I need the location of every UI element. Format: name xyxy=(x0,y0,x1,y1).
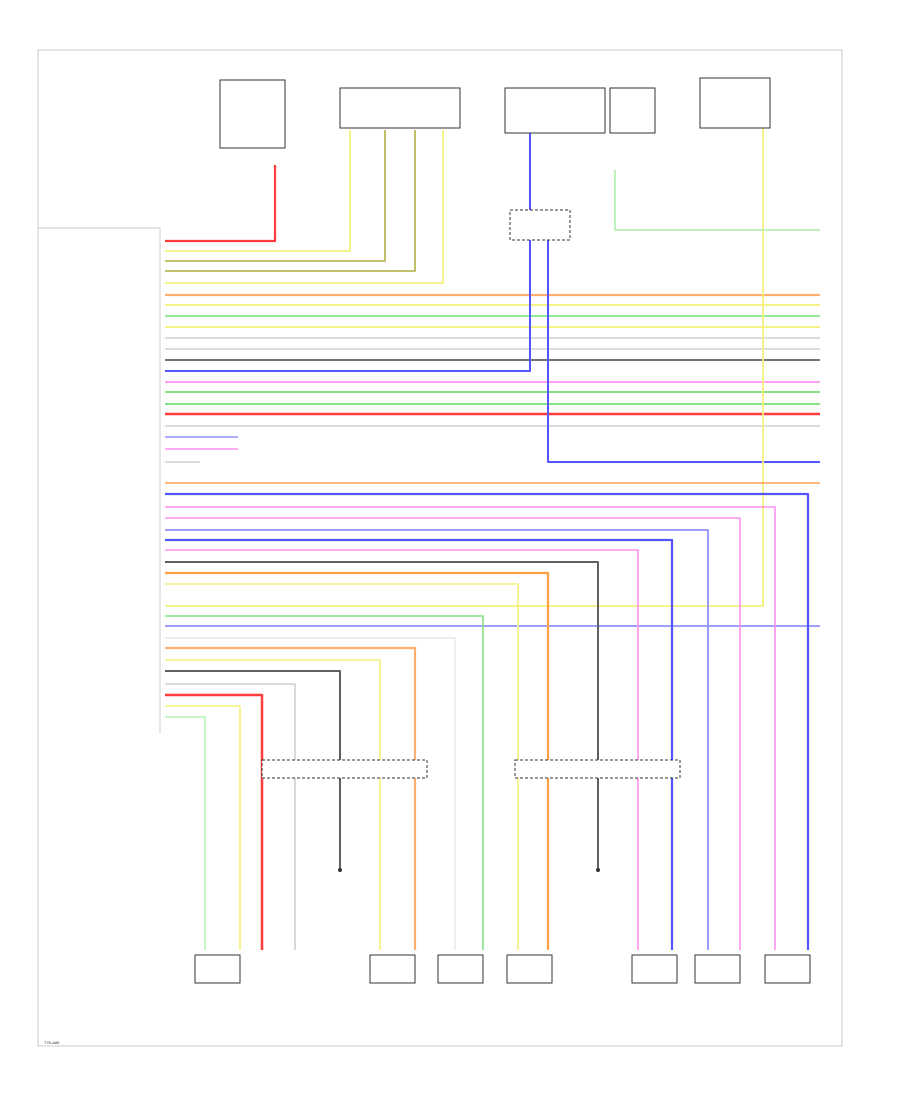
sensor-box-1 xyxy=(369,954,416,984)
wire-blue-sensor-2 xyxy=(165,538,674,950)
wire-lightgreen-top xyxy=(614,170,820,231)
wire-olive-1 xyxy=(165,130,386,262)
buckle-switch xyxy=(609,87,656,134)
wire-blue-sensor xyxy=(165,492,810,950)
wire-blue-right xyxy=(547,235,820,463)
wire-violet-sensor xyxy=(165,529,709,950)
heated-seat-module xyxy=(699,77,771,129)
wire-yellow-1 xyxy=(165,130,351,252)
sensor-box-4 xyxy=(631,954,678,984)
occupant-classification-sensor xyxy=(339,87,461,129)
wire-yellow-sensor-3 xyxy=(165,705,241,950)
airbag-module-border xyxy=(38,227,161,734)
wire-gray-sensor xyxy=(165,683,296,950)
sensor-box-2 xyxy=(437,954,484,984)
sensor-box-5 xyxy=(694,954,741,984)
wire-white-sensor xyxy=(165,637,456,950)
wire-red-top xyxy=(165,165,277,243)
wire-orange-sensor-2 xyxy=(165,646,417,950)
wire-dark-gray-2 xyxy=(165,670,341,870)
wire-yellow-sensor-2 xyxy=(165,659,381,950)
wire-layer xyxy=(165,120,820,950)
ground-right xyxy=(338,868,342,872)
left-seat-connector xyxy=(509,209,571,241)
wire-lightgreen-sensor xyxy=(165,716,206,950)
wire-pink-sensor-2 xyxy=(165,517,741,950)
wire-pink-sensor-3 xyxy=(165,549,639,950)
wire-pink-sensor xyxy=(165,506,776,950)
sensor-box-3 xyxy=(506,954,553,984)
wire-green-sensor xyxy=(165,615,484,950)
wire-orange-sensor xyxy=(165,571,550,950)
wire-olive-2 xyxy=(165,130,416,272)
sensor-box-6 xyxy=(764,954,811,984)
left-connector-bar xyxy=(514,759,681,779)
wire-red-sensor xyxy=(165,693,264,950)
ground-left xyxy=(596,868,600,872)
wire-yellow-sensor xyxy=(165,583,519,950)
footer-code: T76-A86 xyxy=(44,1040,60,1045)
seat-belt-switch xyxy=(504,87,606,134)
component-layer xyxy=(194,77,811,984)
wire-dark-gray xyxy=(165,561,599,870)
diagram-frame xyxy=(37,49,843,1047)
right-connector-bar xyxy=(261,759,428,779)
sensor-box-0 xyxy=(194,954,241,984)
front-passenger-sensor xyxy=(219,79,286,149)
wire-yellow-long xyxy=(165,120,764,607)
wire-yellow-2 xyxy=(165,130,444,284)
